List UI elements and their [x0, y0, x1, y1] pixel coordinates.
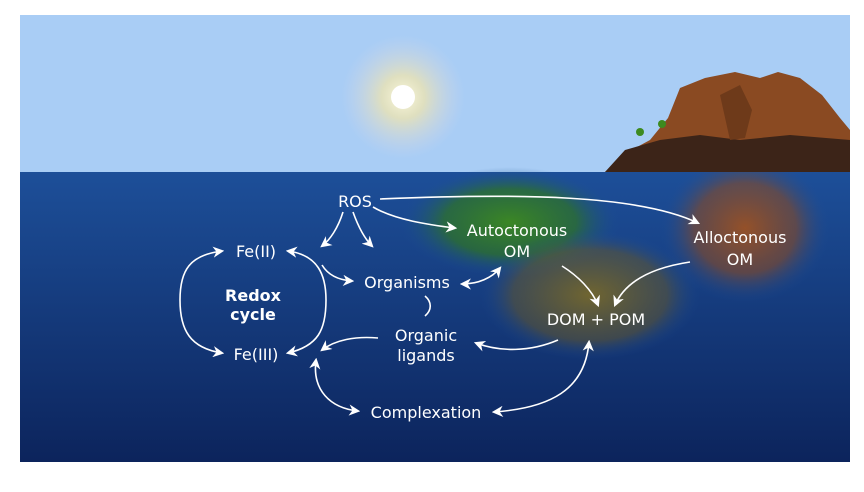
arrow-redox-right: [285, 246, 327, 357]
arrow-ros-to-fe2: [320, 211, 344, 248]
organic-ligands-label-line1: Organic: [394, 326, 458, 345]
palm-tree-icon: [658, 120, 666, 128]
arrow-organisms-ligands: [424, 295, 432, 317]
fe2-label: Fe(II): [235, 242, 277, 261]
alloctonous-om-label-line1: Alloctonous: [693, 228, 787, 247]
arrow-fe3-complexation: [309, 357, 361, 416]
autoctonous-om-label-line2: OM: [503, 242, 531, 261]
island-highlight: [720, 85, 752, 140]
arrow-ros-to-autoctonous: [372, 206, 458, 233]
redox-cycle-label-line1: Redox: [225, 286, 281, 305]
redox-cycle-label-line2: cycle: [230, 305, 276, 324]
island-shadow: [605, 135, 850, 172]
arrow-autoctonous-to-dom: [561, 265, 600, 308]
arrow-ligands-to-fe3: [320, 336, 379, 352]
sun-icon: [391, 85, 415, 109]
arrow-to-organisms: [321, 264, 355, 286]
arrow-ros-to-organisms: [352, 211, 374, 248]
arrow-complexation-dom: [491, 339, 594, 417]
arrow-alloctonous-to-dom: [613, 261, 691, 308]
palm-tree-icon: [636, 128, 644, 136]
arrow-organisms-autoctonous: [459, 266, 502, 290]
fe3-label: Fe(III): [233, 345, 279, 364]
organisms-label: Organisms: [364, 273, 450, 292]
arrow-ros-to-alloctonous: [379, 195, 701, 225]
arrow-redox-left: [179, 246, 225, 358]
alloctonous-om-label-line2: OM: [726, 250, 754, 269]
autoctonous-om-label-line1: Autoctonous: [466, 221, 568, 240]
ros-label: ROS: [338, 192, 372, 211]
complexation-label: Complexation: [370, 403, 482, 422]
alloctonous-glow: [660, 153, 830, 303]
organic-ligands-label-line2: ligands: [397, 346, 455, 365]
dom-pom-label: DOM + POM: [546, 310, 646, 329]
